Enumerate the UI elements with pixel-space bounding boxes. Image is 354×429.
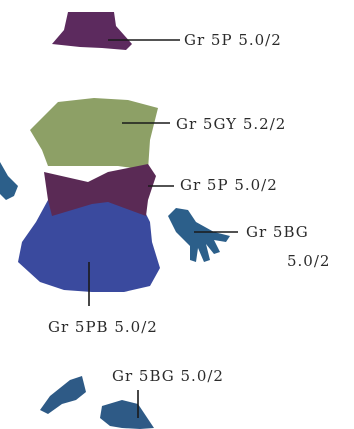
- glove-color-label-line1: Gr 5BG: [246, 225, 309, 240]
- left-arm-shape: [0, 162, 18, 200]
- glove-color-label-line2: 5.0/2: [287, 254, 330, 269]
- bow-color-label: Gr 5P 5.0/2: [180, 178, 278, 193]
- top-color-label: Gr 5GY 5.2/2: [176, 117, 286, 132]
- top-shape: [30, 98, 158, 170]
- right-shoe-shape: [100, 400, 154, 429]
- left-shoe-shape: [40, 376, 86, 414]
- hat-shape: [52, 12, 132, 50]
- hat-color-label: Gr 5P 5.0/2: [184, 33, 282, 48]
- shoes-color-label: Gr 5BG 5.0/2: [112, 369, 224, 384]
- glove-shape: [168, 208, 230, 262]
- skirt-color-label: Gr 5PB 5.0/2: [48, 320, 158, 335]
